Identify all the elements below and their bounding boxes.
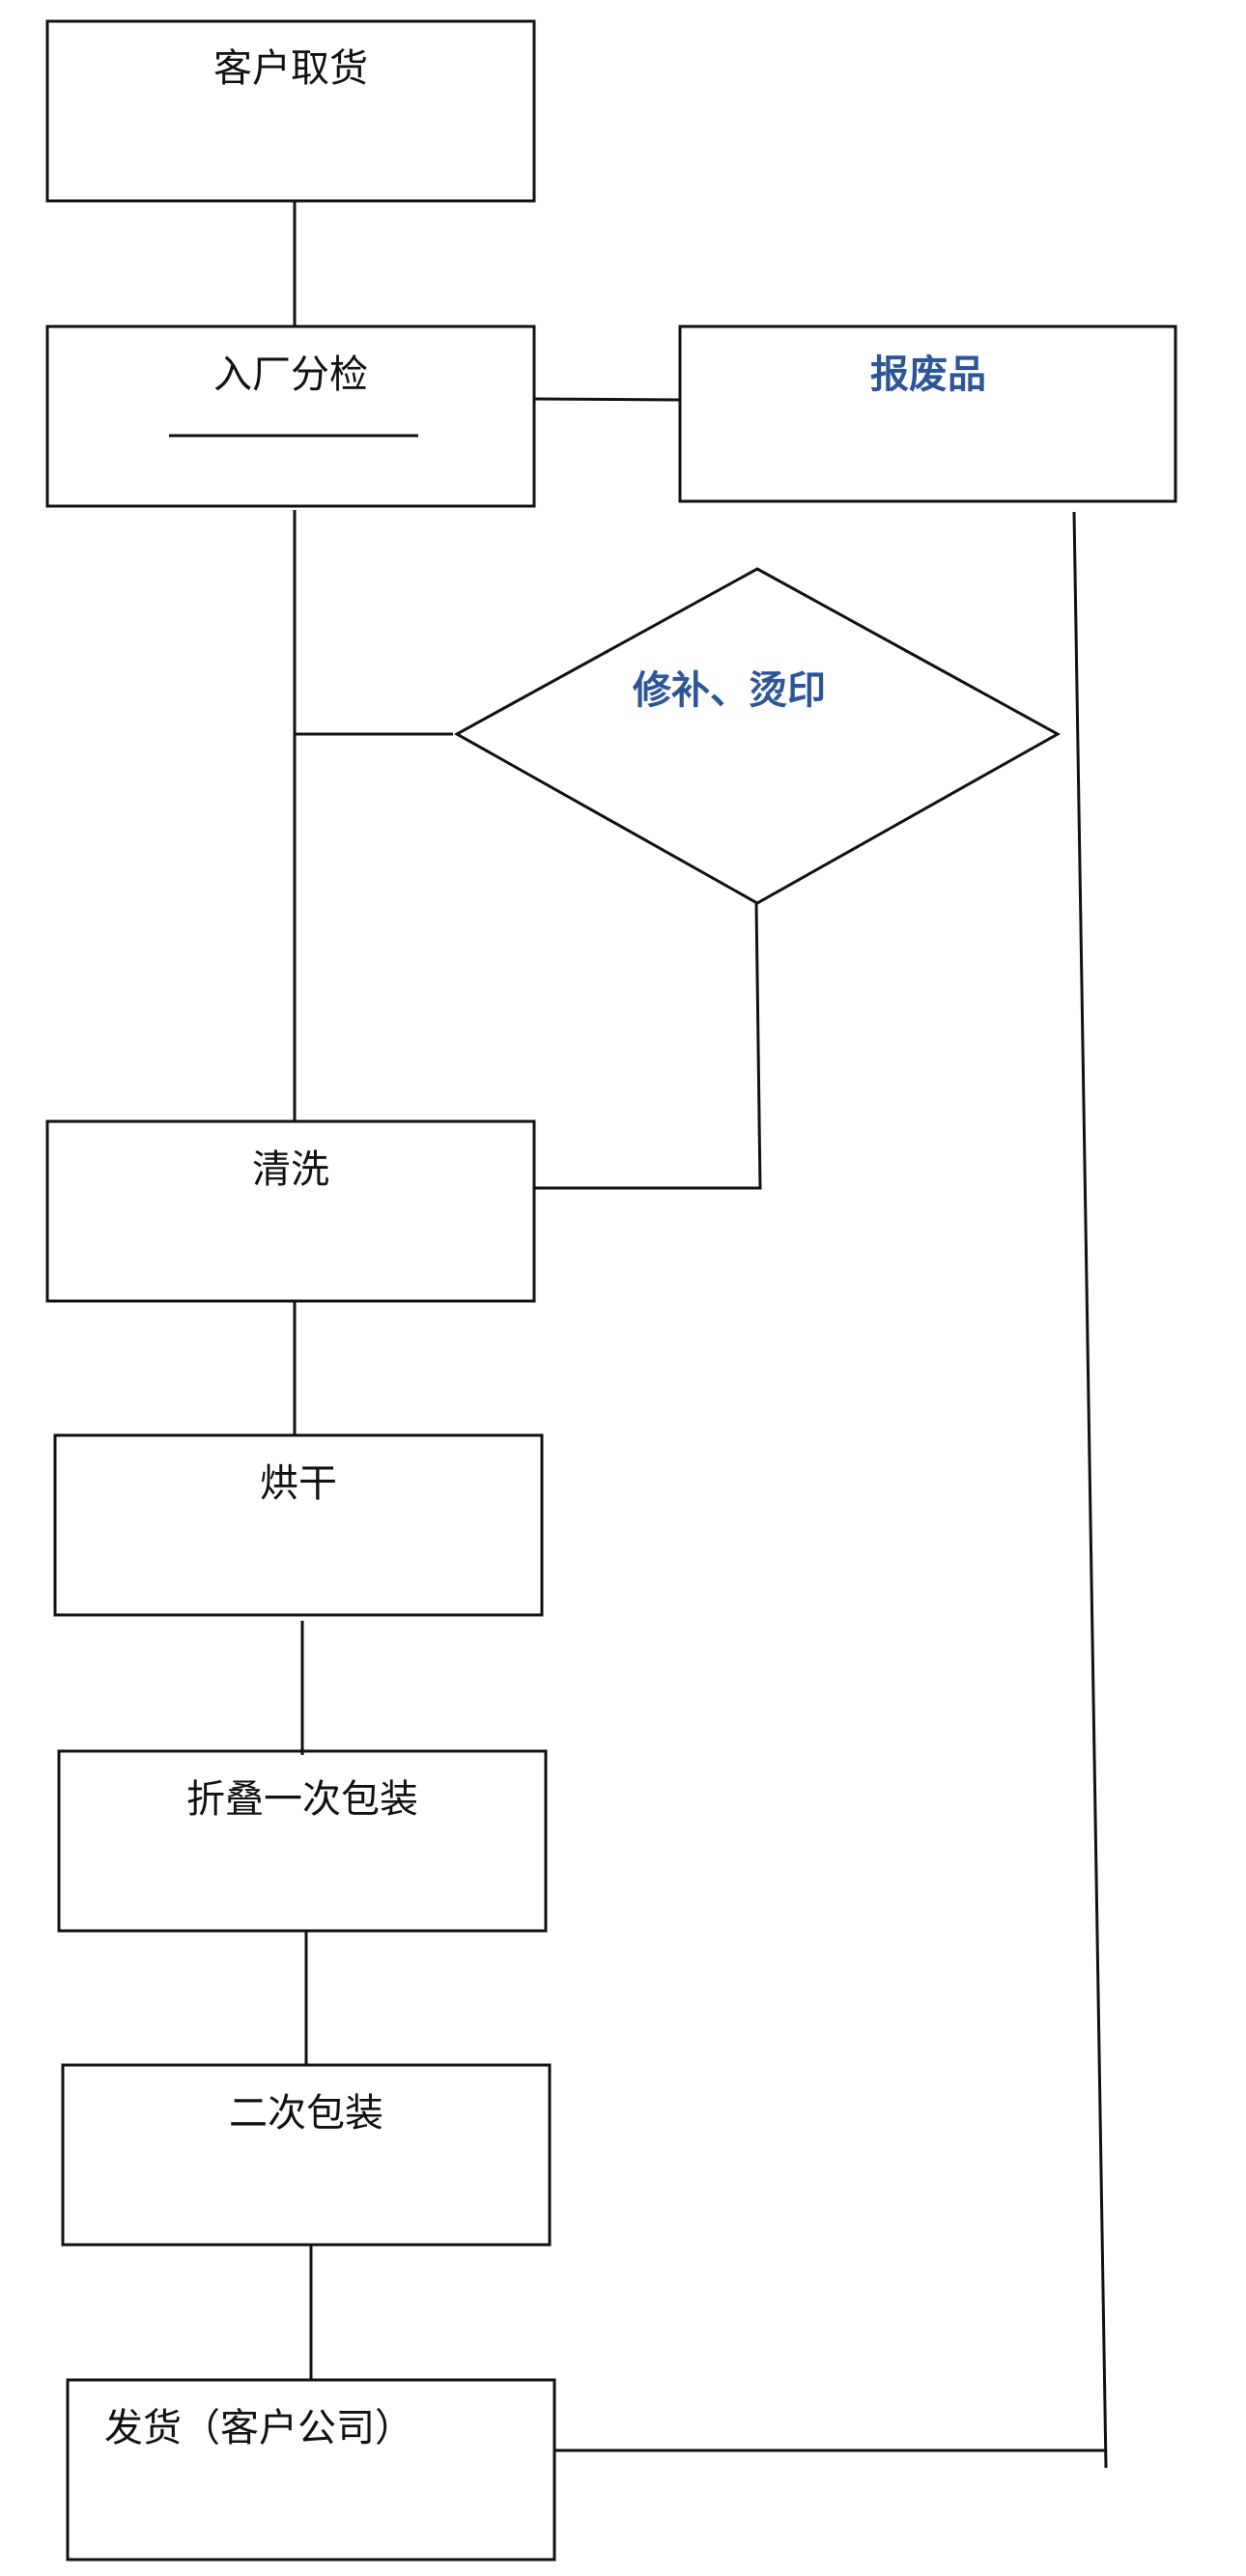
node-label: 折叠一次包装 (186, 1777, 418, 1822)
node-inspect: 入厂分检 (45, 325, 536, 508)
connector-repair-wash (534, 902, 762, 1190)
node-box (66, 2378, 556, 2562)
decision-diamond (453, 567, 1062, 905)
node-box (57, 1749, 548, 1933)
node-label: 二次包装 (229, 2091, 383, 2136)
node-box (61, 2063, 552, 2247)
connector-scrap-return (1072, 511, 1108, 2469)
node-label: 入厂分检 (213, 353, 368, 397)
node-scrap: 报废品 (678, 325, 1177, 503)
node-label: 报废品 (870, 353, 986, 397)
node-box (45, 1119, 536, 1303)
node-wash: 清洗 (45, 1119, 536, 1303)
node-box (53, 1433, 544, 1617)
node-dry: 烘干 (53, 1433, 544, 1617)
node-label: 清洗 (252, 1147, 329, 1192)
node-fold-pack: 折叠一次包装 (57, 1749, 548, 1933)
node-label: 修补、烫印 (633, 668, 826, 713)
node-box (45, 19, 536, 203)
node-label: 发货（客户公司） (104, 2406, 413, 2450)
node-box (45, 325, 536, 508)
node-label: 客户取货 (213, 46, 368, 91)
connectors (293, 201, 1108, 2469)
node-box (678, 325, 1177, 503)
node-repair: 修补、烫印 (453, 567, 1062, 905)
node-ship: 发货（客户公司） (66, 2378, 556, 2562)
node-pickup: 客户取货 (45, 19, 536, 203)
node-second-pack: 二次包装 (61, 2063, 552, 2247)
connector-inspect-scrap (533, 397, 681, 402)
node-label: 烘干 (260, 1461, 337, 1506)
